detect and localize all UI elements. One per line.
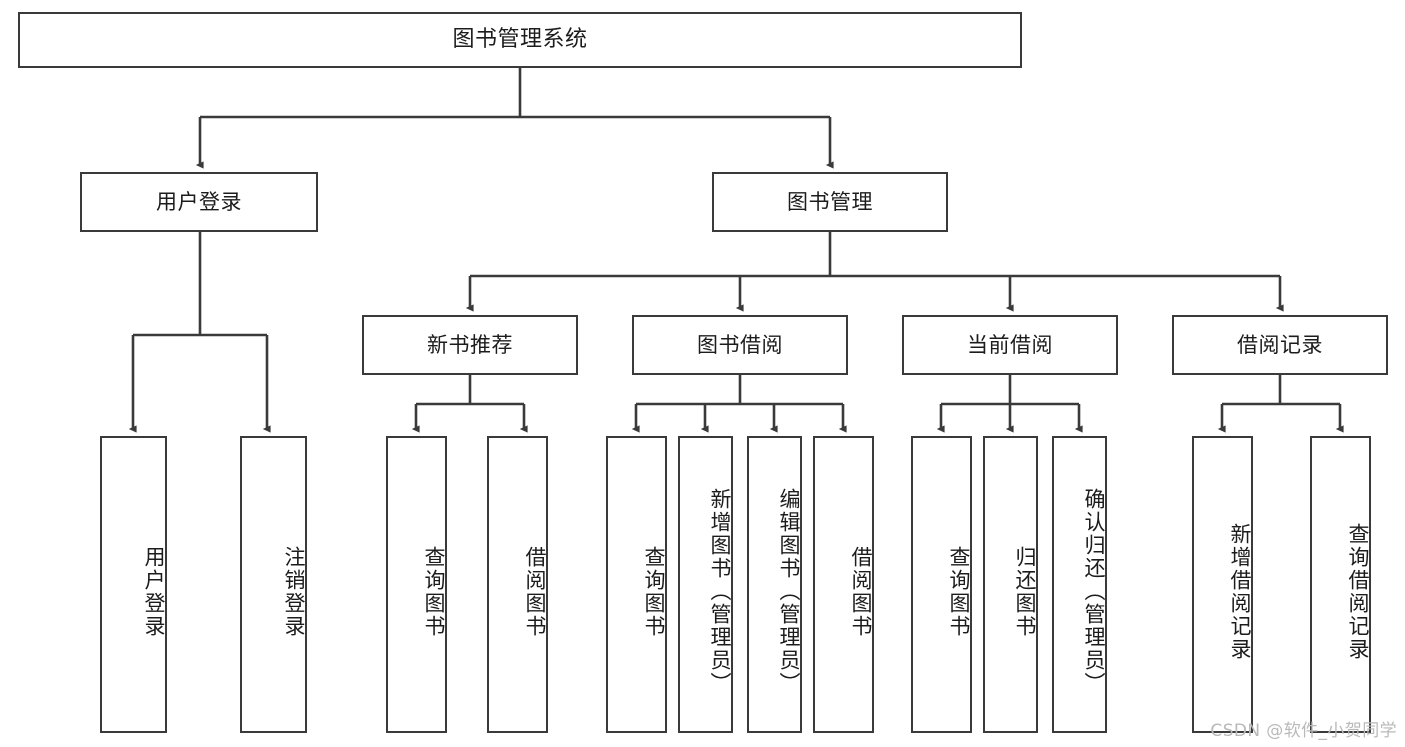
node-root-system[interactable]: 图书管理系统	[18, 12, 1022, 68]
node-book-borrow[interactable]: 图书借阅	[632, 315, 848, 375]
leaf-book-borrow-borrow[interactable]: 借阅图书	[813, 436, 874, 733]
csdn-watermark: CSDN @软件_小贺同学	[1210, 721, 1397, 741]
leaf-new-book-query[interactable]: 查询图书	[386, 436, 447, 733]
leaf-current-borrow-confirm-return[interactable]: 确认归还（管理员）	[1052, 436, 1107, 733]
node-borrow-record[interactable]: 借阅记录	[1172, 315, 1388, 375]
leaf-new-book-borrow[interactable]: 借阅图书	[487, 436, 548, 733]
leaf-book-borrow-edit[interactable]: 编辑图书（管理员）	[747, 436, 802, 733]
leaf-borrow-record-query[interactable]: 查询借阅记录	[1310, 436, 1371, 733]
node-current-borrow[interactable]: 当前借阅	[902, 315, 1118, 375]
node-book-management[interactable]: 图书管理	[712, 172, 948, 232]
leaf-user-login-login[interactable]: 用户登录	[100, 436, 167, 733]
leaf-current-borrow-return[interactable]: 归还图书	[983, 436, 1038, 733]
node-user-login[interactable]: 用户登录	[80, 172, 318, 232]
leaf-book-borrow-add[interactable]: 新增图书（管理员）	[678, 436, 733, 733]
leaf-user-login-logout[interactable]: 注销登录	[240, 436, 307, 733]
leaf-book-borrow-query[interactable]: 查询图书	[606, 436, 667, 733]
leaf-current-borrow-query[interactable]: 查询图书	[911, 436, 972, 733]
leaf-borrow-record-add[interactable]: 新增借阅记录	[1192, 436, 1253, 733]
node-new-book-recommend[interactable]: 新书推荐	[362, 315, 578, 375]
